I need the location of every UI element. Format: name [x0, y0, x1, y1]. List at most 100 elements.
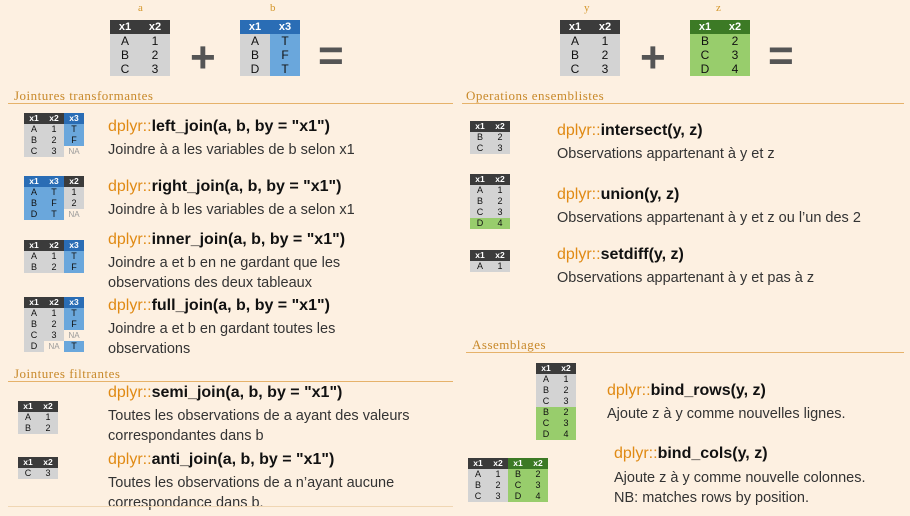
right-join-description: Joindre à b les variables de a selon x1 [108, 202, 355, 218]
table-cell: A [470, 261, 490, 272]
table-cell: T [270, 62, 300, 76]
plus-sign: + [190, 33, 216, 82]
table-cell: 1 [44, 251, 64, 262]
table-cell: 1 [556, 374, 576, 385]
table-cell: T [64, 308, 84, 319]
table-cell: 2 [556, 385, 576, 396]
table-cell: 3 [488, 491, 508, 502]
column-header: x1 [468, 458, 488, 469]
column-header: x2 [490, 250, 510, 261]
table-cell: 3 [44, 146, 64, 157]
bottom-divider [8, 506, 453, 507]
column-header: x2 [38, 401, 58, 412]
table-cell: NA [68, 330, 80, 340]
left-join-description: Joindre à a les variables de b selon x1 [108, 142, 355, 158]
table-cell: C [24, 146, 44, 157]
bind-cols-note: NB: matches rows by position. [614, 490, 810, 506]
anti-join-description: Toutes les observations de a n’ayant auc… [108, 475, 395, 511]
table-cell: A [110, 34, 140, 48]
table-cell: B [240, 48, 270, 62]
table-cell: C [470, 143, 490, 154]
table-cell: 3 [590, 62, 620, 76]
table-cell: 3 [556, 396, 576, 407]
column-header: x2 [44, 113, 64, 124]
table-cell: T [44, 187, 64, 198]
inner-join-description: Joindre a et b en ne gardant que les obs… [108, 255, 341, 291]
table-cell: 2 [38, 423, 58, 434]
table-cell: 2 [64, 198, 84, 209]
column-header: x2 [44, 297, 64, 308]
table-cell: B [110, 48, 140, 62]
table-cell: A [24, 187, 44, 198]
table-cell: B [508, 469, 528, 480]
table-cell: A [24, 251, 44, 262]
bind-rows-description: Ajoute z à y comme nouvelles lignes. [607, 406, 846, 422]
column-header: x2 [64, 176, 84, 187]
table-cell: C [536, 396, 556, 407]
full-join-description: Joindre a et b en gardant toutes les obs… [108, 321, 336, 357]
table-cell: 4 [720, 62, 750, 76]
table-cell: F [64, 262, 84, 273]
table-cell: 3 [38, 468, 58, 479]
anti-join-function: dplyr::anti_join(a, b, by = "x1") [108, 451, 335, 468]
table-cell: B [468, 480, 488, 491]
section-set-operations: Operations ensemblistes [466, 88, 605, 103]
column-header: x1 [240, 20, 270, 34]
table-cell: 3 [490, 143, 510, 154]
section-divider [8, 381, 453, 382]
table-cell: B [24, 262, 44, 273]
table-cell: 1 [140, 34, 170, 48]
table-cell: D [24, 209, 44, 220]
column-header: x1 [24, 176, 44, 187]
column-header: x2 [488, 458, 508, 469]
setdiff-function: dplyr::setdiff(y, z) [557, 246, 684, 263]
table-cell: T [64, 124, 84, 135]
column-header: x1 [110, 20, 140, 34]
table-cell: T [270, 34, 300, 48]
table-a-label: a [138, 2, 143, 14]
table-cell: 1 [490, 185, 510, 196]
table-cell: A [240, 34, 270, 48]
section-mutating-joins: Jointures transformantes [14, 88, 154, 103]
column-header: x2 [590, 20, 620, 34]
column-header: x2 [528, 458, 548, 469]
equals-sign: = [318, 31, 344, 80]
column-header: x2 [490, 121, 510, 132]
table-cell: C [110, 62, 140, 76]
intersect-description: Observations appartenant à y et z [557, 146, 775, 162]
table-cell: NA [68, 209, 80, 219]
table-cell: A [470, 185, 490, 196]
section-divider [8, 103, 453, 104]
section-divider [462, 103, 904, 104]
column-header: x2 [140, 20, 170, 34]
table-cell: A [536, 374, 556, 385]
column-header: x1 [508, 458, 528, 469]
table-cell: C [470, 207, 490, 218]
table-cell: NA [68, 146, 80, 156]
